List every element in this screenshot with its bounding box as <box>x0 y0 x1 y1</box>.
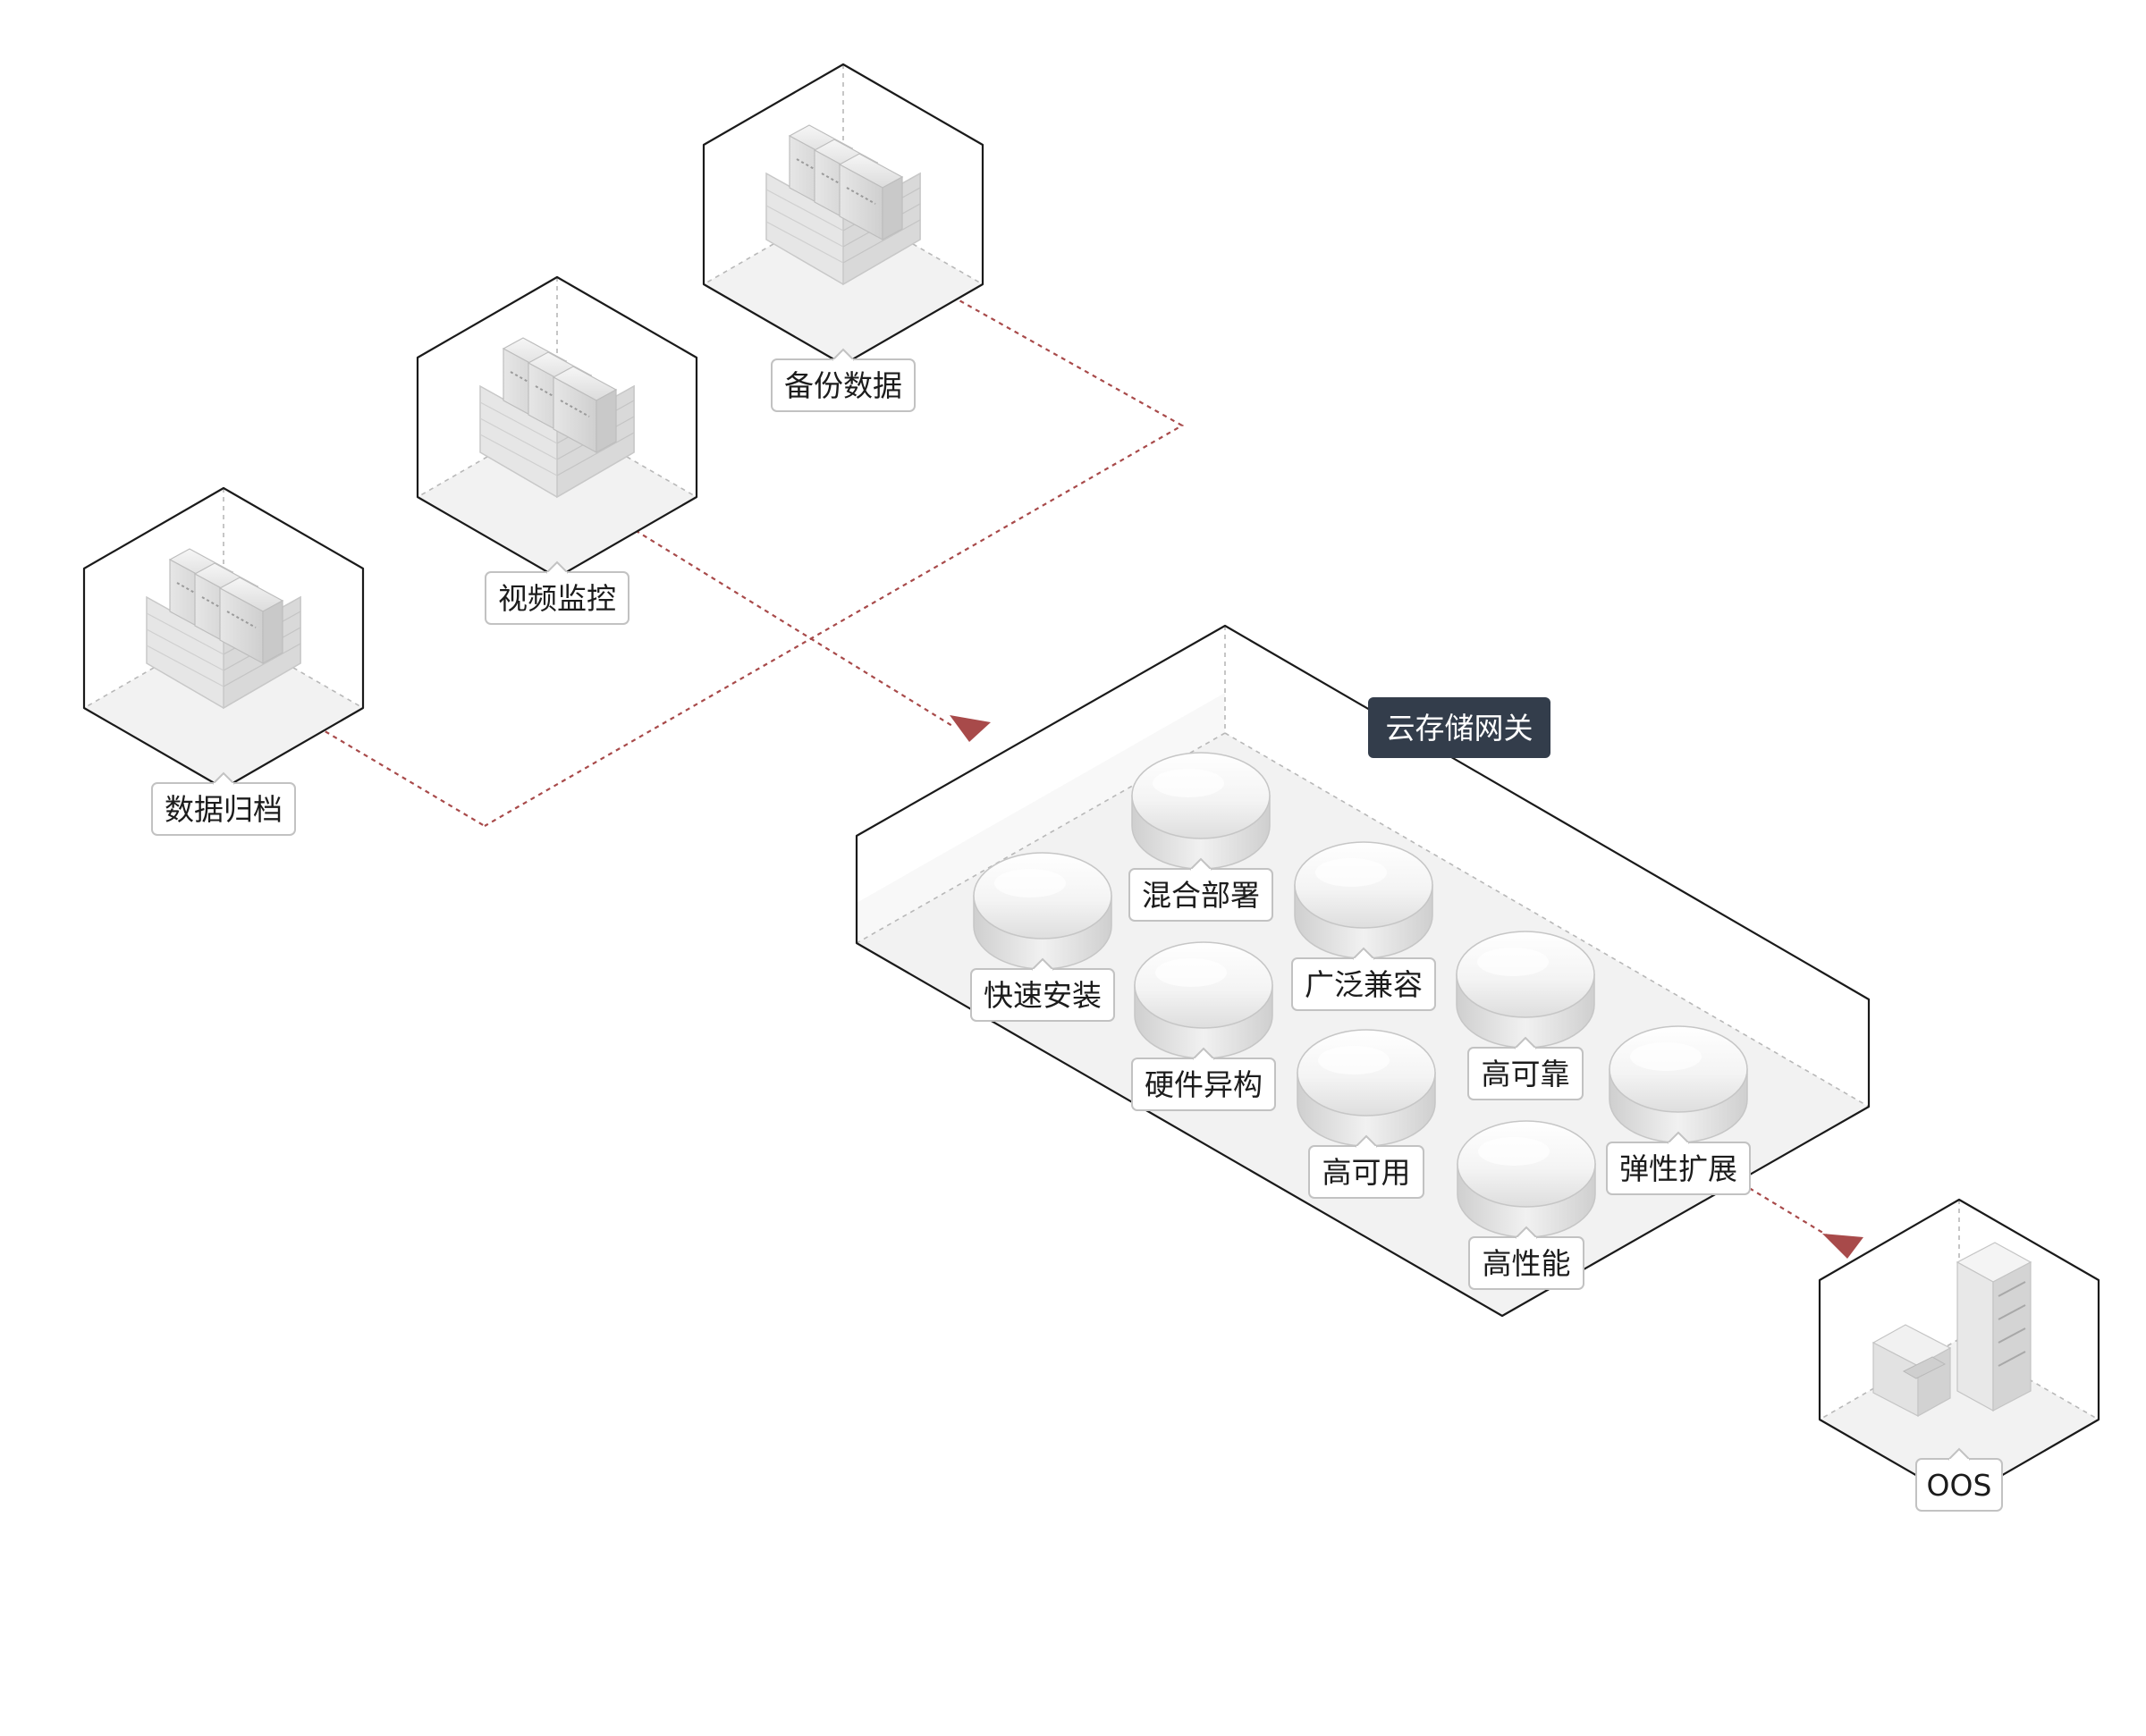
source-1-label-text: 备份数据 <box>784 368 902 403</box>
gateway-title-tag: 云存储网关 <box>1368 697 1550 758</box>
source-2-label: 视频监控 <box>485 560 629 625</box>
feature-disc-5 <box>1456 931 1595 1049</box>
feature-disc-2 <box>973 852 1112 970</box>
feature-disc-8 <box>1457 1120 1596 1238</box>
feature-label-6: 高可用 <box>1308 1134 1424 1199</box>
feature-disc-4 <box>1134 941 1273 1059</box>
feature-disc-3 <box>1294 841 1433 959</box>
target-label: OOS <box>1915 1447 2003 1512</box>
server-icon <box>1871 1242 2032 1418</box>
target-node: OOS <box>1818 1198 2100 1512</box>
connector-oos <box>1741 1183 1843 1245</box>
arrowhead-oos <box>1822 1234 1863 1259</box>
source-2-storage-array-icon <box>479 337 635 499</box>
gateway-outline <box>855 624 1871 1318</box>
feature-disc-1 <box>1131 752 1271 870</box>
arrowhead-gateway <box>950 715 991 742</box>
feature-label-1: 混合部署 <box>1128 857 1273 922</box>
feature-label-8: 高性能 <box>1468 1226 1584 1290</box>
target-label-text: OOS <box>1927 1468 1992 1503</box>
source-1-label: 备份数据 <box>771 348 916 412</box>
feature-label-4-text: 硬件异构 <box>1145 1067 1263 1102</box>
feature-label-1-text: 混合部署 <box>1142 878 1260 913</box>
feature-label-2-text: 快速安装 <box>984 978 1102 1013</box>
feature-label-7-text: 弹性扩展 <box>1619 1151 1737 1186</box>
feature-disc-7 <box>1609 1025 1748 1143</box>
feature-label-6-text: 高可用 <box>1322 1155 1411 1190</box>
connectors <box>301 278 1863 1259</box>
source-3-storage-array-icon <box>146 548 301 710</box>
feature-label-7: 弹性扩展 <box>1606 1131 1751 1195</box>
source-1-storage-array-icon <box>765 124 921 286</box>
feature-label-3-text: 广泛兼容 <box>1305 967 1423 1002</box>
feature-disc-6 <box>1297 1029 1436 1147</box>
feature-label-3: 广泛兼容 <box>1291 947 1436 1011</box>
feature-label-5-text: 高可靠 <box>1482 1057 1570 1091</box>
connector-video <box>596 506 953 727</box>
feature-label-8-text: 高性能 <box>1483 1246 1571 1281</box>
gateway-title: 云存储网关 <box>1386 711 1533 746</box>
connector-backup <box>484 278 1185 827</box>
connector-archive <box>301 717 486 827</box>
source-2-label-text: 视频监控 <box>498 581 616 616</box>
source-3-label-text: 数据归档 <box>165 792 283 827</box>
feature-label-4: 硬件异构 <box>1131 1047 1276 1111</box>
source-3-label: 数据归档 <box>151 771 296 836</box>
feature-label-5: 高可靠 <box>1467 1036 1584 1100</box>
feature-label-2: 快速安装 <box>970 957 1115 1022</box>
